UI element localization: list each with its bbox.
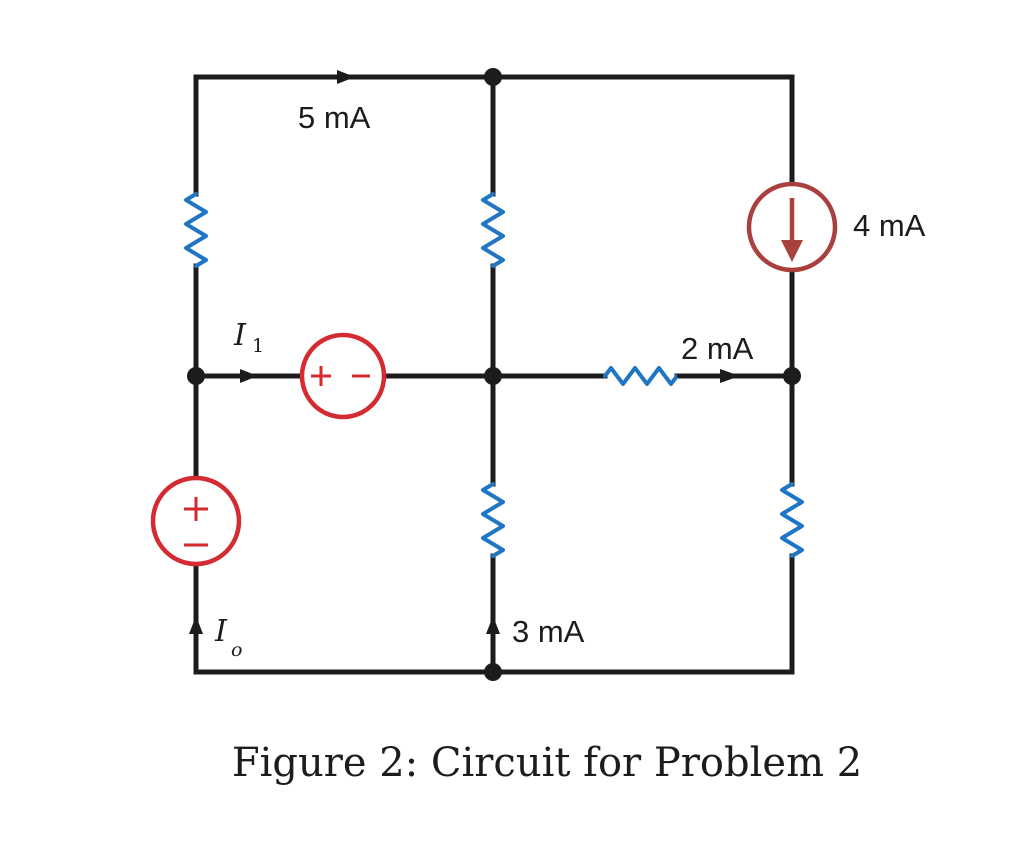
resistor-middle-right <box>603 366 679 386</box>
node-bottom-center <box>484 663 502 681</box>
arrow-io-up-icon <box>189 616 203 634</box>
svg-text:o: o <box>231 639 242 661</box>
label-i1: I 1 <box>233 318 264 357</box>
arrow-2ma-right-icon <box>720 369 740 383</box>
node-mid-right <box>783 367 801 385</box>
label-2ma: 2 mA <box>681 331 754 366</box>
resistor-center-bottom <box>481 482 505 558</box>
node-top-center <box>484 68 502 86</box>
figure-caption: Figure 2: Circuit for Problem 2 <box>231 740 863 786</box>
node-mid-left <box>187 367 205 385</box>
label-5ma: 5 mA <box>298 100 371 135</box>
svg-text:I: I <box>233 318 247 353</box>
resistor-center-top <box>481 192 505 268</box>
nodes <box>187 68 801 681</box>
voltage-source-middle <box>299 332 387 420</box>
svg-text:I: I <box>214 614 228 649</box>
node-mid-center <box>484 367 502 385</box>
arrow-3ma-up-icon <box>486 616 500 634</box>
svg-text:1: 1 <box>252 335 264 357</box>
resistor-right-bottom <box>780 482 804 558</box>
label-io: I o <box>214 614 242 661</box>
current-source-right <box>746 181 838 273</box>
voltage-source-left <box>150 475 242 567</box>
arrow-top-right-icon <box>337 70 355 84</box>
resistor-left-top <box>184 192 208 268</box>
circuit-diagram: 5 mA 4 mA 2 mA 3 mA I 1 I o <box>150 68 926 681</box>
arrow-i1-right-icon <box>240 369 258 383</box>
label-3ma: 3 mA <box>512 614 585 649</box>
label-4ma: 4 mA <box>853 208 926 243</box>
